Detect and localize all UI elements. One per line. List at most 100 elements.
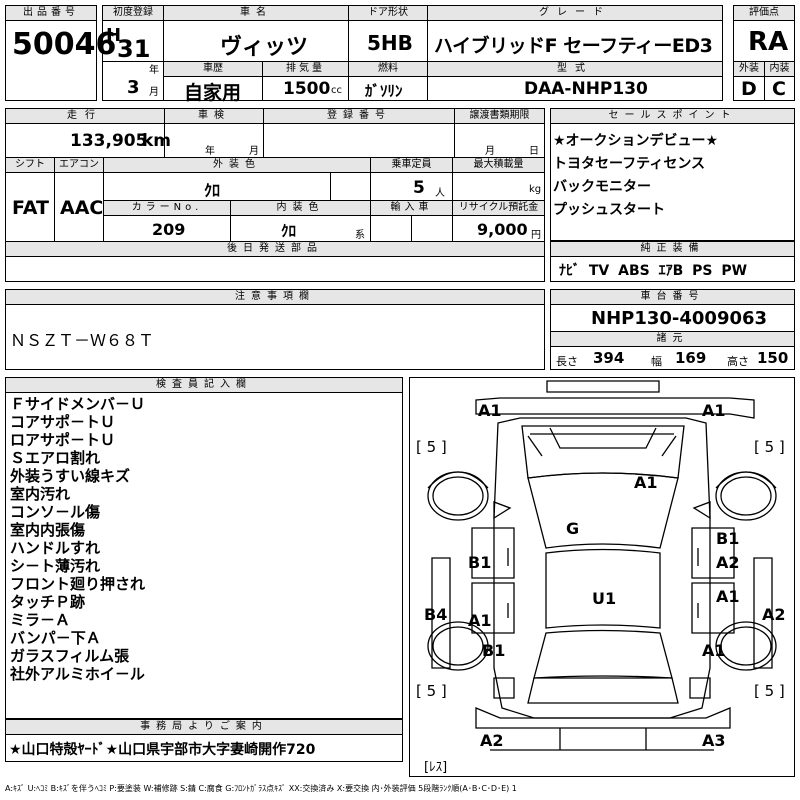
reg-box: H 31 年 3 月	[102, 20, 164, 101]
mileage-box: 133,905 km	[5, 123, 171, 158]
int-label: 内装	[764, 61, 795, 77]
rear-left-tire-outer	[427, 621, 489, 671]
inspector-line: タッチＰ跡	[10, 593, 86, 611]
sales-item: バックモニター	[553, 179, 651, 195]
inspect-year-unit: 年	[205, 146, 215, 157]
inspector-label: 検査員記入欄	[5, 377, 403, 393]
front-left-tire-outer	[427, 471, 489, 521]
shift-label: シフト	[5, 157, 55, 173]
equipment-box: ﾅﾋﾞ TV ABS ｴｱB PS PW	[550, 256, 795, 282]
legend: A:ｷｽﾞ U:ﾍｺﾐ B:ｷｽﾞを伴うﾍｺﾐ P:要塗装 W:補修跡 S:錆 …	[5, 784, 517, 793]
door-box: 5HB	[348, 20, 428, 62]
ext-grade: D	[741, 78, 757, 100]
mileage-unit: km	[142, 131, 172, 151]
lot-number-box: 50046	[5, 20, 116, 101]
intcolor-label: 内装色	[230, 200, 371, 216]
inspector-line: 室内内張傷	[10, 521, 86, 539]
reg-era: H	[106, 25, 122, 46]
front-right-tire-inner	[720, 476, 772, 516]
front-top-bar	[546, 380, 660, 393]
equipment-list: ﾅﾋﾞ TV ABS ｴｱB PS PW	[559, 263, 748, 279]
capacity-label: 乗車定員	[370, 157, 453, 173]
displacement: 1500	[283, 79, 331, 99]
grade-label: グレード	[427, 5, 723, 21]
damage-mark: B1	[468, 553, 491, 572]
damage-mark: A1	[468, 611, 492, 630]
height: 150	[757, 349, 789, 367]
import-label: 輸入車	[370, 200, 453, 216]
reg-month: 3	[127, 77, 140, 98]
notes-label: 注意事項欄	[5, 289, 545, 305]
model: DAA-NHP130	[524, 79, 648, 99]
damage-mark: B1	[716, 529, 739, 548]
length-label: 長さ	[556, 355, 578, 368]
damage-mark: B1	[482, 641, 505, 660]
left-rear-door	[471, 582, 515, 634]
score-box: RA	[733, 20, 795, 62]
inspector-line: Ｆサイドメンバ－Ｕ	[10, 395, 146, 413]
int-grade: C	[772, 78, 786, 100]
inspector-line: 外装うすい線キズ	[10, 467, 131, 485]
damage-mark: A3	[702, 731, 726, 750]
inspector-line: コアサポ－トＵ	[10, 413, 116, 431]
int-color-unit: 系	[355, 230, 365, 241]
office-text: ★山口特殻ﾔｰﾄﾞ★山口県宇部市大字妻崎開作720	[9, 742, 316, 758]
reg-label: 初度登録	[102, 5, 164, 21]
load-label: 最大積載量	[452, 157, 545, 173]
notes-box: ＮＳＺＴ－Ｗ６８Ｔ	[5, 304, 545, 370]
tire-label: [ 5 ]	[416, 682, 447, 700]
int-grade-box: C	[764, 76, 795, 101]
grade: ハイブリッドF セーフティーED3	[434, 35, 713, 57]
reg-year: 31	[117, 35, 151, 63]
divider	[330, 172, 331, 201]
inspector-line: 室内汚れ	[10, 485, 71, 503]
later-parts-box	[5, 256, 545, 282]
door-type: 5HB	[367, 31, 413, 55]
mileage: 133,905	[70, 131, 148, 151]
front-left-tire-inner	[432, 476, 484, 516]
right-sill	[753, 557, 773, 669]
inspector-line: ミラ－Ａ	[10, 611, 71, 629]
mileage-label: 走行	[5, 108, 165, 124]
equipment-label: 純正装備	[550, 241, 795, 257]
score: RA	[748, 27, 789, 57]
damage-mark: G	[566, 519, 579, 538]
fuel-box: ｶﾞｿﾘﾝ	[348, 76, 428, 101]
damage-mark: A1	[634, 473, 658, 492]
disp-box: 1500 cc	[262, 76, 349, 101]
ext-grade-box: D	[733, 76, 765, 101]
capacity-unit: 人	[435, 188, 445, 199]
regno-box	[263, 123, 455, 158]
ac-box: AAC	[54, 172, 104, 242]
ext-label: 外装	[733, 61, 765, 77]
name-label: 車名	[163, 5, 349, 21]
right-rear-door	[691, 582, 735, 634]
load-unit: kg	[529, 184, 542, 195]
inspector-line: ハンドルすれ	[10, 539, 101, 557]
left-front-door	[471, 527, 515, 579]
chassis-box: NHP130-4009063	[550, 304, 795, 332]
length: 394	[593, 349, 625, 367]
fuel: ｶﾞｿﾘﾝ	[365, 82, 403, 100]
front-right-tire-outer	[715, 471, 777, 521]
inspector-line: Ｓエアロ割れ	[10, 449, 101, 467]
tailgate	[527, 677, 679, 704]
colorno-label: カラーNo.	[103, 200, 231, 216]
load-box: kg	[452, 172, 545, 201]
ac: AAC	[60, 197, 104, 219]
rear-left-tire-inner	[432, 626, 484, 666]
color-label: 外装色	[103, 157, 371, 173]
recycle-fee: 9,000	[477, 220, 528, 239]
right-mirror	[692, 501, 711, 520]
tire-label: [ 5 ]	[754, 682, 785, 700]
reg-month-unit: 月	[149, 87, 159, 98]
damage-mark: A2	[480, 731, 504, 750]
shift: FAT	[12, 197, 49, 219]
transfer-box: 月 日	[454, 123, 545, 158]
model-box: DAA-NHP130	[427, 76, 723, 101]
inspect-box: 年 月	[164, 123, 264, 158]
tire-label: [ 5 ]	[416, 438, 447, 456]
car-diagram: [ 5 ] [ 5 ] [ 5 ] [ 5 ] [ﾚｽ] A1 A1 A1 G …	[416, 380, 786, 775]
damage-mark: A1	[716, 587, 740, 606]
